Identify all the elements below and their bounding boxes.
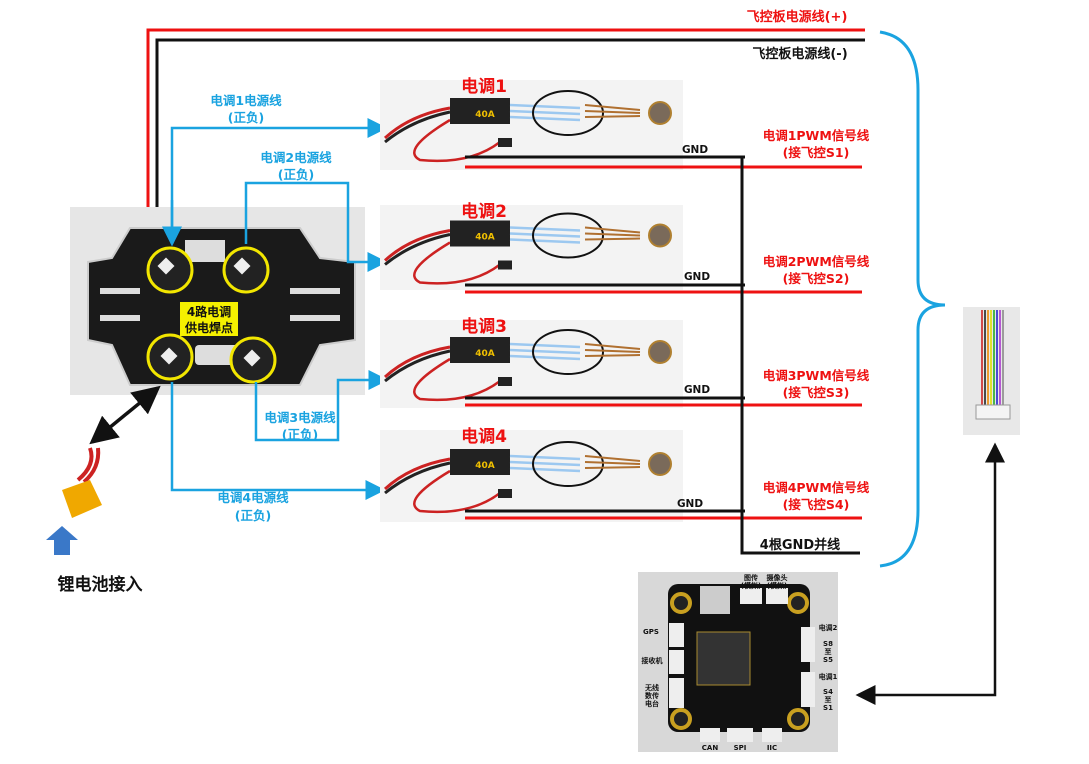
motor — [648, 223, 672, 248]
esc-body — [450, 337, 510, 363]
esc-rating: 40A — [475, 461, 495, 471]
pwm-sub-label: (接飞控S2) — [783, 271, 850, 286]
esc-photo — [380, 320, 683, 408]
gnd-label: GND — [684, 271, 710, 283]
pwm-label: 电调3PWM信号线 — [763, 368, 870, 383]
wire-highlight-ellipse — [532, 329, 604, 375]
esc-title: 电调2 — [461, 201, 507, 222]
mcu-chip — [696, 631, 751, 686]
esc-rating: 40A — [475, 110, 495, 120]
wire-highlight-ellipse — [532, 90, 604, 136]
fc-label-esc2: 电调2 — [819, 623, 838, 632]
gnd-merge-label: 4根GND并线 — [760, 537, 840, 553]
fc-label-s8: 至 — [825, 648, 832, 656]
wire-highlight-ellipse — [532, 441, 604, 487]
battery-input-arrow — [46, 526, 78, 555]
motor — [648, 340, 672, 364]
esc-photo — [380, 205, 683, 290]
fc-label-s4: S1 — [823, 704, 833, 712]
motor — [648, 452, 672, 476]
esc3-power-wire — [254, 370, 389, 442]
pwm-sub-label: (接飞控S1) — [783, 145, 850, 160]
esc-title: 电调3 — [461, 316, 507, 337]
fc-connector-cable — [963, 307, 1020, 435]
gnd-label: GND — [684, 384, 710, 396]
esc-rating: 40A — [475, 233, 495, 243]
esc-title: 电调4 — [461, 426, 507, 447]
fc-label-top-right: 摄像头 — [767, 573, 788, 582]
pwm-label: 电调4PWM信号线 — [763, 480, 870, 495]
flight-controller: 图传(模拟)摄像头(模拟)GPS接收机无线数传电台电调2S8至S5电调1S4至S… — [638, 572, 838, 752]
fc-power-lines: 飞控板电源线(+) 飞控板电源线(-) — [146, 9, 865, 272]
fc-label-radio: 无线 — [644, 683, 659, 692]
battery-xt60: 锂电池接入 — [46, 385, 161, 595]
esc4-power-label: 电调4电源线 — [217, 490, 289, 505]
fc-power-negative-label: 飞控板电源线(-) — [752, 46, 847, 62]
fc-label-esc1: 电调1 — [819, 672, 838, 681]
fc-label-s8: S8 — [823, 640, 833, 648]
esc-photo — [380, 80, 683, 170]
wire-highlight-ellipse — [532, 212, 604, 259]
esc4-power-sub: (正负) — [235, 508, 271, 523]
fc-power-positive-wire — [146, 28, 865, 272]
fc-label-top-left: (模拟) — [741, 581, 761, 590]
pwm-sub-label: (接飞控S4) — [783, 497, 850, 512]
esc2-power-wire — [244, 181, 388, 272]
pdb-label-line2: 供电焊点 — [184, 320, 233, 335]
fc-label-gps: GPS — [643, 628, 659, 636]
fc-label-s4: 至 — [825, 696, 832, 704]
fc-label-top-left: 图传 — [744, 573, 758, 582]
fc-label-s8: S5 — [823, 656, 833, 664]
battery-link-arrow — [89, 385, 161, 445]
fc-power-negative-wire — [155, 38, 865, 270]
wire-bundle-brace — [879, 30, 946, 568]
esc-body — [450, 220, 510, 247]
pwm-sub-label: (接飞控S3) — [783, 385, 850, 400]
fc-label-receiver: 接收机 — [642, 656, 663, 665]
esc-body — [450, 449, 510, 475]
esc-power-lines — [162, 118, 389, 500]
connector-to-fc-arrow — [855, 442, 1005, 705]
esc-photo — [380, 430, 683, 522]
esc-body — [450, 98, 510, 124]
esc4-power-wire — [170, 382, 386, 500]
battery-label: 锂电池接入 — [58, 574, 143, 595]
motor — [648, 101, 672, 125]
usb-c-port — [700, 586, 730, 614]
fc-label-radio: 电台 — [645, 699, 659, 708]
fc-label-can: CAN — [702, 744, 719, 752]
fc-label-top-right: (模拟) — [767, 581, 787, 590]
esc1-power-label: 电调1电源线 — [210, 93, 282, 108]
gnd-label: GND — [682, 144, 708, 156]
gnd-label: GND — [677, 498, 703, 510]
fc-label-s4: S4 — [823, 688, 833, 696]
fc-label-radio: 数传 — [645, 691, 659, 700]
fc-label-iic: IIC — [767, 744, 777, 752]
esc-title: 电调1 — [461, 76, 507, 97]
esc3-power-label: 电调3电源线 — [264, 410, 336, 425]
esc-rating: 40A — [475, 349, 495, 359]
power-distribution-board: 4路电调 供电焊点 — [70, 207, 365, 395]
pwm-label: 电调1PWM信号线 — [763, 128, 870, 143]
esc-power-labels: 电调1电源线 (正负) 电调2电源线 (正负) 电调3电源线 (正负) 电调4电… — [210, 93, 336, 523]
gnd-merge-wire — [740, 157, 860, 555]
esc-modules: 40A电调1GND电调1PWM信号线(接飞控S1)40A电调2GND电调2PWM… — [380, 76, 870, 522]
esc1-power-sub: (正负) — [228, 110, 264, 125]
fc-power-positive-label: 飞控板电源线(+) — [747, 9, 848, 25]
esc2-power-label: 电调2电源线 — [260, 150, 332, 165]
pdb-label-line1: 4路电调 — [187, 304, 231, 319]
pwm-label: 电调2PWM信号线 — [763, 254, 870, 269]
esc3-power-sub: (正负) — [282, 427, 318, 442]
esc2-power-sub: (正负) — [278, 167, 314, 182]
fc-label-spi: SPI — [734, 744, 747, 752]
